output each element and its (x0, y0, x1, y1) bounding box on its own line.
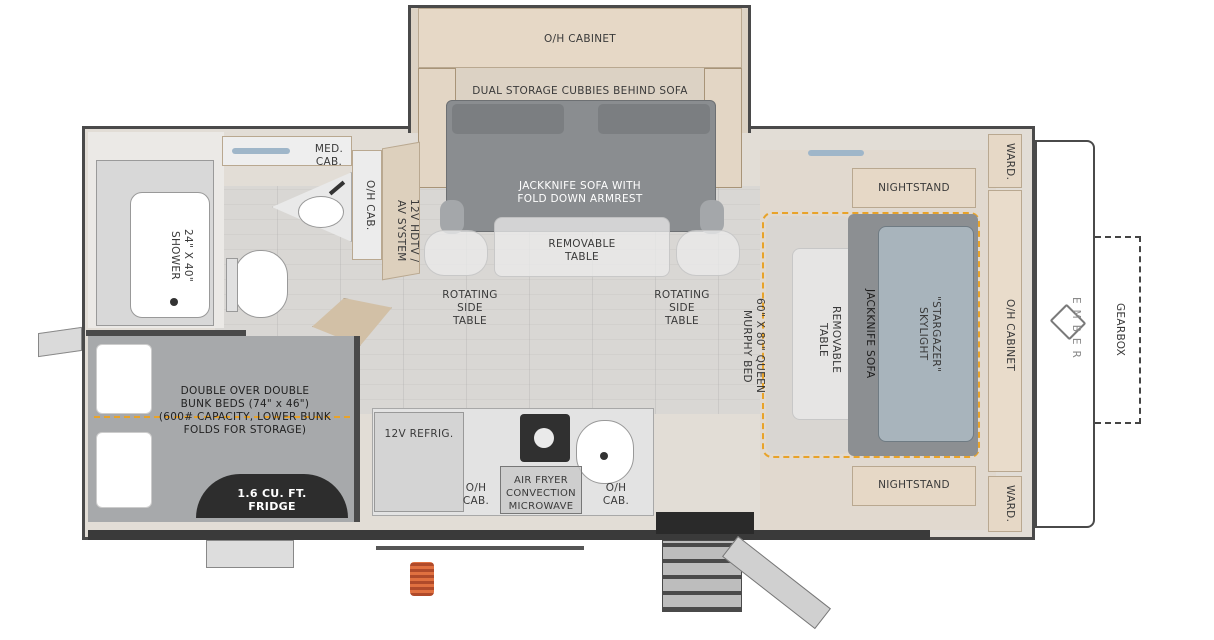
label-refrig-12v: 12V REFRIG. (384, 428, 454, 440)
label-oh-cab-side: O/H CAB. (364, 179, 376, 231)
label-oh-cabinet-right: O/H CABINET (1004, 298, 1016, 372)
label-dual-storage: DUAL STORAGE CUBBIES BEHIND SOFA (472, 85, 688, 97)
label-jackknife-sofa-right: JACKKNIFE SOFA (864, 289, 876, 379)
label-shower: 24" X 40" SHOWER (169, 228, 194, 282)
shower-drain (170, 298, 178, 306)
sofa-back-cushion-left (452, 104, 564, 134)
logo-ember-text: EMBER (1070, 296, 1082, 364)
label-stargazer: "STARGAZER" SKYLIGHT (917, 295, 942, 373)
label-gearbox: GEARBOX (1114, 303, 1126, 357)
label-nightstand-top: NIGHTSTAND (878, 182, 950, 194)
gearbox-outline (1095, 236, 1141, 424)
label-nightstand-bottom: NIGHTSTAND (878, 479, 950, 491)
refrigerator-12v (374, 412, 464, 512)
label-removable-table-top: REMOVABLE TABLE (548, 238, 616, 263)
small-fridge (196, 474, 348, 518)
label-oh-cabinet-top: O/H CABINET (543, 33, 617, 45)
bunk-mattress-upper (96, 344, 152, 414)
burner-icon (534, 428, 554, 448)
label-rotating-right: ROTATING SIDE TABLE (654, 289, 710, 327)
door-threshold (656, 512, 754, 534)
label-fridge-small: 1.6 CU. FT. FRIDGE (237, 487, 307, 513)
rear-bumper (38, 326, 82, 358)
label-oh-cab-kitchen-right: O/H CAB. (602, 482, 630, 507)
window-bedroom (808, 150, 864, 156)
label-microwave: AIR FRYER CONVECTION MICROWAVE (506, 475, 576, 512)
label-hdtv: 12V HDTV / AV SYSTEM (395, 199, 420, 263)
bath-sink (298, 196, 344, 228)
sink-drain-icon (600, 452, 608, 460)
bunk-divider-line (94, 416, 350, 418)
wardrobe-bottom (988, 476, 1022, 532)
front-cap (1035, 140, 1095, 528)
bunk-mattress-lower (96, 432, 152, 508)
awning-line (376, 546, 584, 550)
bath-wall-divider (86, 330, 246, 336)
microwave-box (500, 466, 582, 514)
nightstand-top (852, 168, 976, 208)
overhead-cabinet-bath (352, 150, 382, 260)
wardrobe-top (988, 134, 1022, 188)
stargazer-skylight (878, 226, 974, 442)
label-jackknife-sofa: JACKKNIFE SOFA WITH FOLD DOWN ARMREST (517, 180, 643, 205)
label-bunks: DOUBLE OVER DOUBLE BUNK BEDS (74" x 46")… (158, 385, 332, 436)
removable-table-top (494, 217, 670, 277)
toilet-tank (226, 258, 238, 312)
sofa-back-cushion-right (598, 104, 710, 134)
label-removable-table-right: REMOVABLE TABLE (817, 306, 842, 374)
rotating-side-table-left-ghost (424, 230, 488, 276)
label-ward-top: WARD. (1004, 143, 1016, 181)
shower-pan (130, 192, 210, 318)
sofa-armrest-right (700, 200, 724, 234)
label-med-cab: MED. CAB. (314, 143, 344, 168)
bottom-wall (88, 530, 930, 540)
label-ward-bottom: WARD. (1004, 485, 1016, 523)
toilet (234, 250, 288, 318)
window-bath (232, 148, 290, 154)
spring-icon (410, 562, 434, 596)
overhead-cabinet-top (418, 8, 742, 68)
label-murphy-bed: 60" X 80" QUEEN MURPHY BED (741, 298, 766, 394)
nightstand-bottom (852, 466, 976, 506)
bunk-room-wall (354, 336, 360, 522)
label-rotating-left: ROTATING SIDE TABLE (442, 289, 498, 327)
overhead-cabinet-right (988, 190, 1022, 472)
rotating-side-table-right-ghost (676, 230, 740, 276)
rear-step (206, 540, 294, 568)
sofa-armrest-left (440, 200, 464, 234)
murphy-bed-outline (762, 212, 980, 458)
label-oh-cab-kitchen-left: O/H CAB. (462, 482, 490, 507)
